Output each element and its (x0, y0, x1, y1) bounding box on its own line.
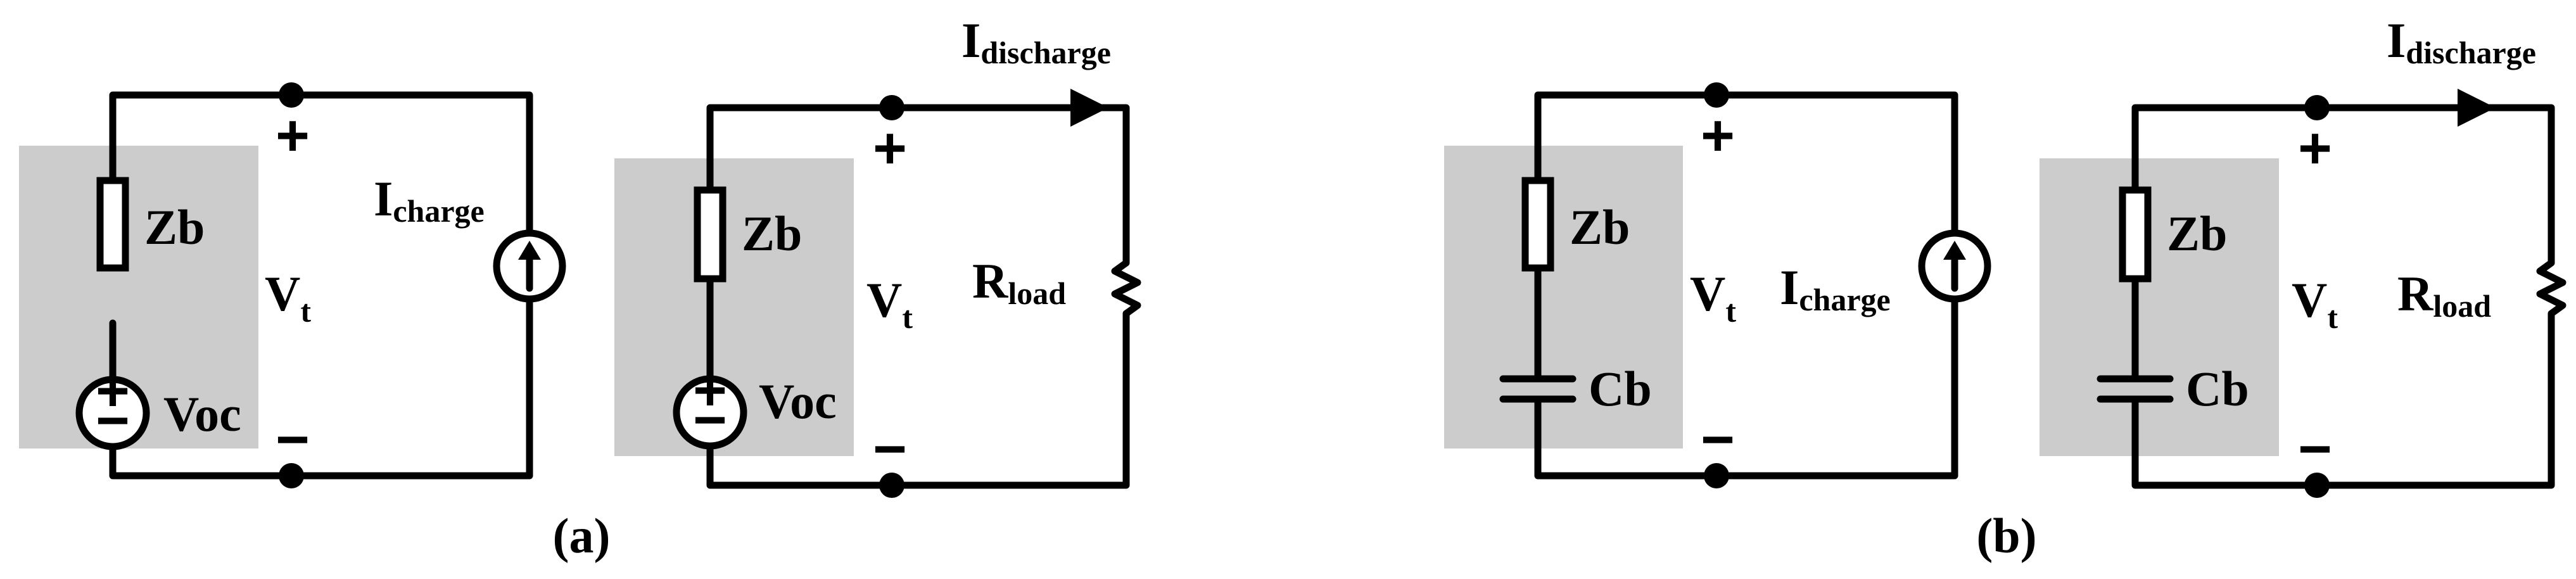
zb-label: Zb (2167, 206, 2227, 261)
idischarge-label: Idischarge (961, 13, 1111, 70)
current-arrow-icon (2458, 89, 2496, 127)
resistor-box-icon (694, 186, 726, 283)
voltage-source-icon (673, 375, 747, 450)
terminal-node-bottom (279, 463, 304, 488)
vt-plus-sign: + (2298, 116, 2332, 181)
resistor-box-icon (96, 177, 129, 272)
terminal-node-bottom (1704, 463, 1729, 488)
terminal-node-top (279, 82, 304, 108)
vt-minus-sign: − (873, 417, 907, 481)
panel-a-charge-circuit: + − Zb Voc + − Vt Icharge (19, 82, 566, 488)
wire-loop-lower (1534, 295, 1958, 480)
caption-b: (b) (1976, 508, 2036, 563)
vt-label: Vt (2292, 272, 2338, 335)
wire-loop (2131, 104, 2555, 257)
cb-label: Cb (2186, 361, 2249, 416)
battery-shading (2040, 158, 2279, 456)
cb-label: Cb (1589, 361, 1652, 416)
panel-b-charge-circuit: Zb Cb + − Vt Icharge (1444, 82, 1991, 488)
idischarge-label: Idischarge (2387, 13, 2536, 70)
terminal-node-bottom (2304, 473, 2330, 498)
source-minus: − (96, 388, 130, 453)
source-plus: + (96, 359, 130, 423)
vt-plus-sign: + (1701, 103, 1735, 168)
vt-minus-sign: − (2298, 417, 2332, 481)
terminal-node-top (2304, 95, 2330, 120)
wire-loop-lower (706, 319, 1130, 489)
voc-label: Voc (163, 386, 241, 442)
vt-plus-sign: + (873, 116, 907, 181)
wire-loop (1534, 91, 1958, 237)
icharge-label: Icharge (374, 171, 485, 229)
load-resistor-icon (1111, 253, 1141, 323)
panel-b-discharge-circuit: Zb Cb + − Vt Idischarge Rload (2040, 13, 2566, 498)
rload-label: Rload (2397, 266, 2491, 324)
zb-label: Zb (1570, 200, 1630, 255)
wire-loop (706, 104, 1130, 257)
voc-label: Voc (759, 374, 837, 429)
resistor-box-icon (2119, 186, 2152, 283)
panel-a-discharge-circuit: + − Zb Voc + − Vt Idischarge Rload (614, 13, 1141, 498)
icharge-label: Icharge (1780, 260, 1891, 317)
current-arrow-icon (1070, 89, 1108, 127)
vt-label: Vt (1690, 266, 1736, 329)
terminal-node-bottom (879, 473, 904, 498)
wire-loop-lower (109, 295, 533, 480)
load-resistor-icon (2536, 253, 2566, 323)
terminal-node-top (1704, 82, 1729, 108)
source-minus: − (693, 388, 727, 452)
terminal-node-top (879, 95, 904, 120)
current-source-arrowhead (518, 241, 541, 260)
current-source-arrowhead (1943, 241, 1966, 260)
source-plus: + (693, 358, 727, 423)
resistor-box-icon (1521, 177, 1554, 272)
wire-loop-lower (2131, 319, 2555, 489)
zb-label: Zb (742, 206, 802, 261)
vt-minus-sign: − (1701, 407, 1735, 472)
vt-minus-sign: − (276, 407, 310, 472)
vt-label: Vt (866, 272, 913, 335)
vt-label: Vt (265, 266, 311, 329)
voltage-source-icon (75, 376, 150, 450)
vt-plus-sign: + (276, 103, 310, 168)
rload-label: Rload (972, 253, 1066, 311)
zb-label: Zb (144, 200, 205, 255)
caption-a: (a) (553, 508, 611, 563)
